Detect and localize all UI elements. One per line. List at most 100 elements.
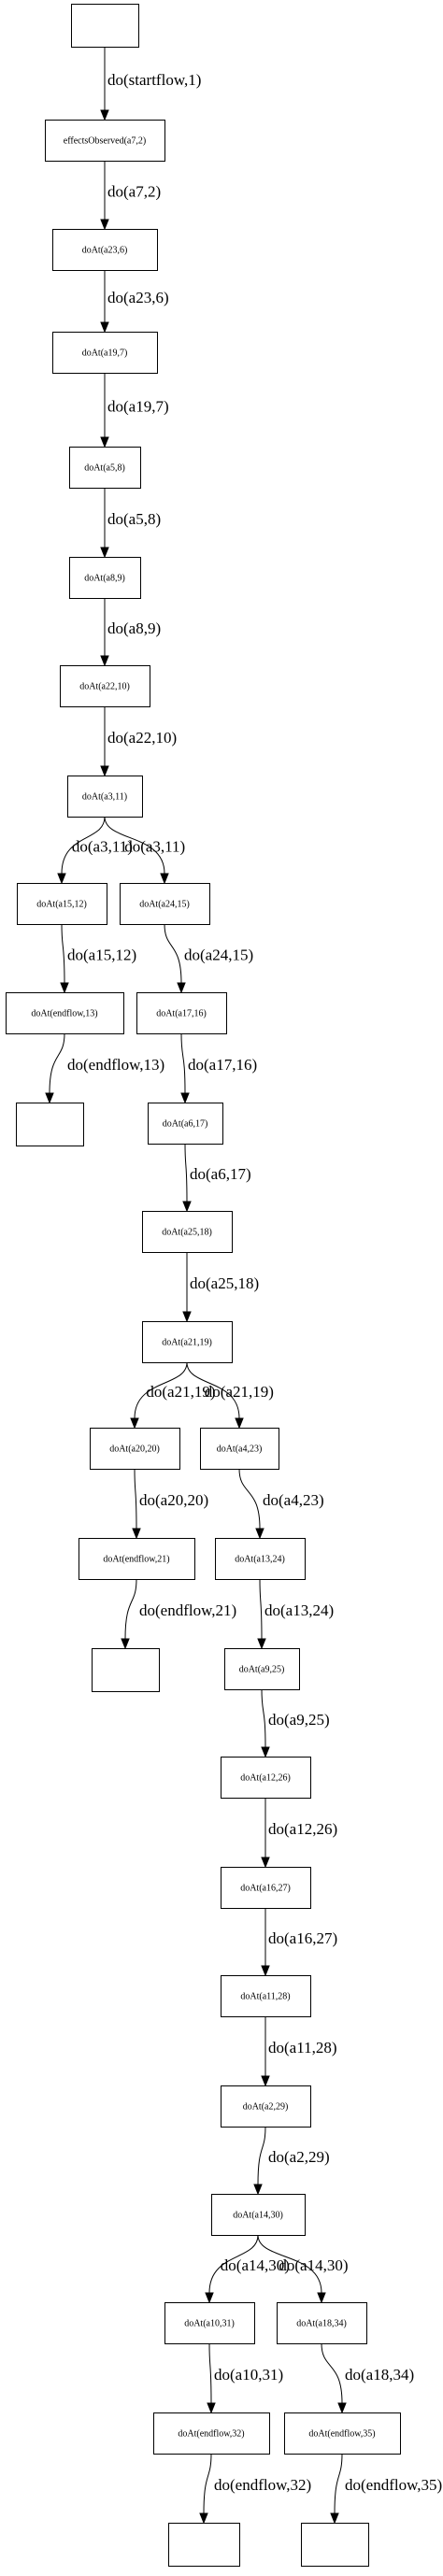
edge-label: do(endflow,35) [345, 2476, 442, 2494]
arrowhead [132, 1528, 141, 1540]
node-n33 [301, 2523, 369, 2567]
arrowhead [261, 1965, 270, 1977]
arrowhead [100, 436, 109, 448]
node-box [211, 2194, 306, 2236]
node-n7: doAt(a22,10) [60, 665, 150, 707]
edge-line [208, 2234, 259, 2294]
node-box [221, 2085, 311, 2128]
node-box [90, 1428, 180, 1470]
node-box [142, 1211, 233, 1253]
edge-line [61, 923, 65, 984]
arrowhead [121, 1638, 130, 1650]
edge-label: do(a11,28) [268, 2039, 337, 2057]
edge-n4-n5: do(a19,7) [100, 373, 169, 448]
node-label: doAt(a5,8) [84, 463, 125, 474]
node-n14: doAt(a6,17) [148, 1103, 223, 1145]
arrowhead [257, 1638, 266, 1650]
edge-n30-n32: do(endflow,32) [199, 2453, 311, 2525]
node-box [168, 2523, 240, 2567]
node-label: doAt(a16,27) [240, 1884, 291, 1894]
node-label: doAt(a20,20) [109, 1445, 160, 1455]
edge-n27-n28: do(a14,30) [205, 2234, 290, 2304]
edge-n19-n21: do(endflow,21) [121, 1578, 236, 1650]
arrowhead [235, 1417, 244, 1430]
node-n21 [92, 1648, 160, 1692]
node-box [6, 992, 124, 1034]
arrowhead [182, 1201, 192, 1213]
node-label: doAt(a4,23) [217, 1445, 263, 1455]
arrowhead [100, 547, 109, 559]
node-label: doAt(a22,10) [79, 682, 130, 692]
node-n8: doAt(a3,11) [67, 776, 143, 818]
node-label: doAt(endflow,21) [103, 1555, 169, 1565]
node-n20: doAt(a13,24) [215, 1538, 306, 1580]
edge-label: do(startflow,1) [107, 71, 201, 89]
arrowhead [60, 982, 69, 994]
node-box [52, 229, 158, 271]
edge-n9-n11: do(a15,12) [60, 923, 136, 994]
edge-n25-n26: do(a11,28) [261, 2016, 337, 2087]
node-box [120, 883, 210, 925]
node-box [215, 1538, 306, 1580]
node-box [164, 2302, 255, 2344]
edge-n23-n24: do(a12,26) [261, 1798, 337, 1869]
edge-n3-n4: do(a23,6) [100, 270, 169, 334]
edge-line [257, 2126, 266, 2185]
edge-n11-n13: do(endflow,13) [45, 1032, 164, 1104]
node-n28: doAt(a10,31) [164, 2302, 255, 2344]
edge-line [257, 2234, 322, 2294]
edge-n24-n25: do(a16,27) [261, 1908, 337, 1977]
edge-n27-n29: do(a14,30) [257, 2234, 349, 2304]
node-n10: doAt(a24,15) [120, 883, 210, 925]
node-box [284, 2412, 401, 2455]
edge-label: do(a21,19) [146, 1383, 215, 1401]
node-box [301, 2523, 369, 2567]
arrowhead [261, 1746, 270, 1758]
node-label: doAt(a2,29) [243, 2102, 289, 2113]
edge-n1-n2: do(startflow,1) [100, 47, 201, 121]
node-box [71, 4, 139, 48]
edge-n2-n3: do(a7,2) [100, 161, 161, 231]
edge-n7-n8: do(a22,10) [100, 706, 177, 777]
node-box [153, 2412, 270, 2455]
edge-n17-n19: do(a20,20) [132, 1468, 208, 1540]
node-n22: doAt(a9,25) [224, 1648, 300, 1690]
node-n12: doAt(a17,16) [136, 992, 227, 1034]
edge-n8-n10: do(a3,11) [104, 816, 185, 885]
node-label: doAt(a10,31) [184, 2319, 235, 2329]
node-n18: doAt(a4,23) [200, 1428, 279, 1470]
node-n25: doAt(a11,28) [221, 1975, 311, 2017]
node-box [221, 1975, 311, 2017]
edge-n28-n30: do(a10,31) [207, 2342, 283, 2414]
edge-label: do(endflow,13) [67, 1056, 164, 1074]
edge-line [180, 1032, 186, 1094]
arrowhead [57, 873, 66, 885]
edge-label: do(a13,24) [264, 1601, 334, 1619]
node-label: doAt(a25,18) [162, 1228, 212, 1238]
edge-line [164, 923, 182, 984]
edge-line [238, 1468, 261, 1530]
node-label: doAt(a23,6) [82, 246, 128, 256]
arrowhead [317, 2292, 326, 2304]
node-n31: doAt(endflow,35) [284, 2412, 401, 2455]
edge-label: do(a12,26) [268, 1820, 337, 1838]
node-box [79, 1538, 195, 1580]
node-label: doAt(a9,25) [239, 1665, 285, 1675]
node-label: doAt(a6,17) [163, 1119, 208, 1130]
node-box [16, 1103, 84, 1146]
node-n19: doAt(endflow,21) [79, 1538, 195, 1580]
edge-n15-n16: do(a25,18) [182, 1252, 259, 1323]
arrowhead [45, 1092, 54, 1104]
node-n13 [16, 1103, 84, 1146]
edge-label: do(a3,11) [72, 838, 133, 856]
node-label: doAt(endflow,13) [31, 1009, 97, 1019]
edge-line [203, 2453, 212, 2514]
arrowhead [207, 2402, 216, 2414]
node-n1 [71, 4, 139, 48]
node-label: doAt(endflow,35) [308, 2429, 375, 2440]
node-box [221, 1757, 311, 1799]
node-box [136, 992, 227, 1034]
edge-label: do(a2,29) [268, 2148, 330, 2166]
arrowhead [100, 321, 109, 334]
node-box [277, 2302, 367, 2344]
